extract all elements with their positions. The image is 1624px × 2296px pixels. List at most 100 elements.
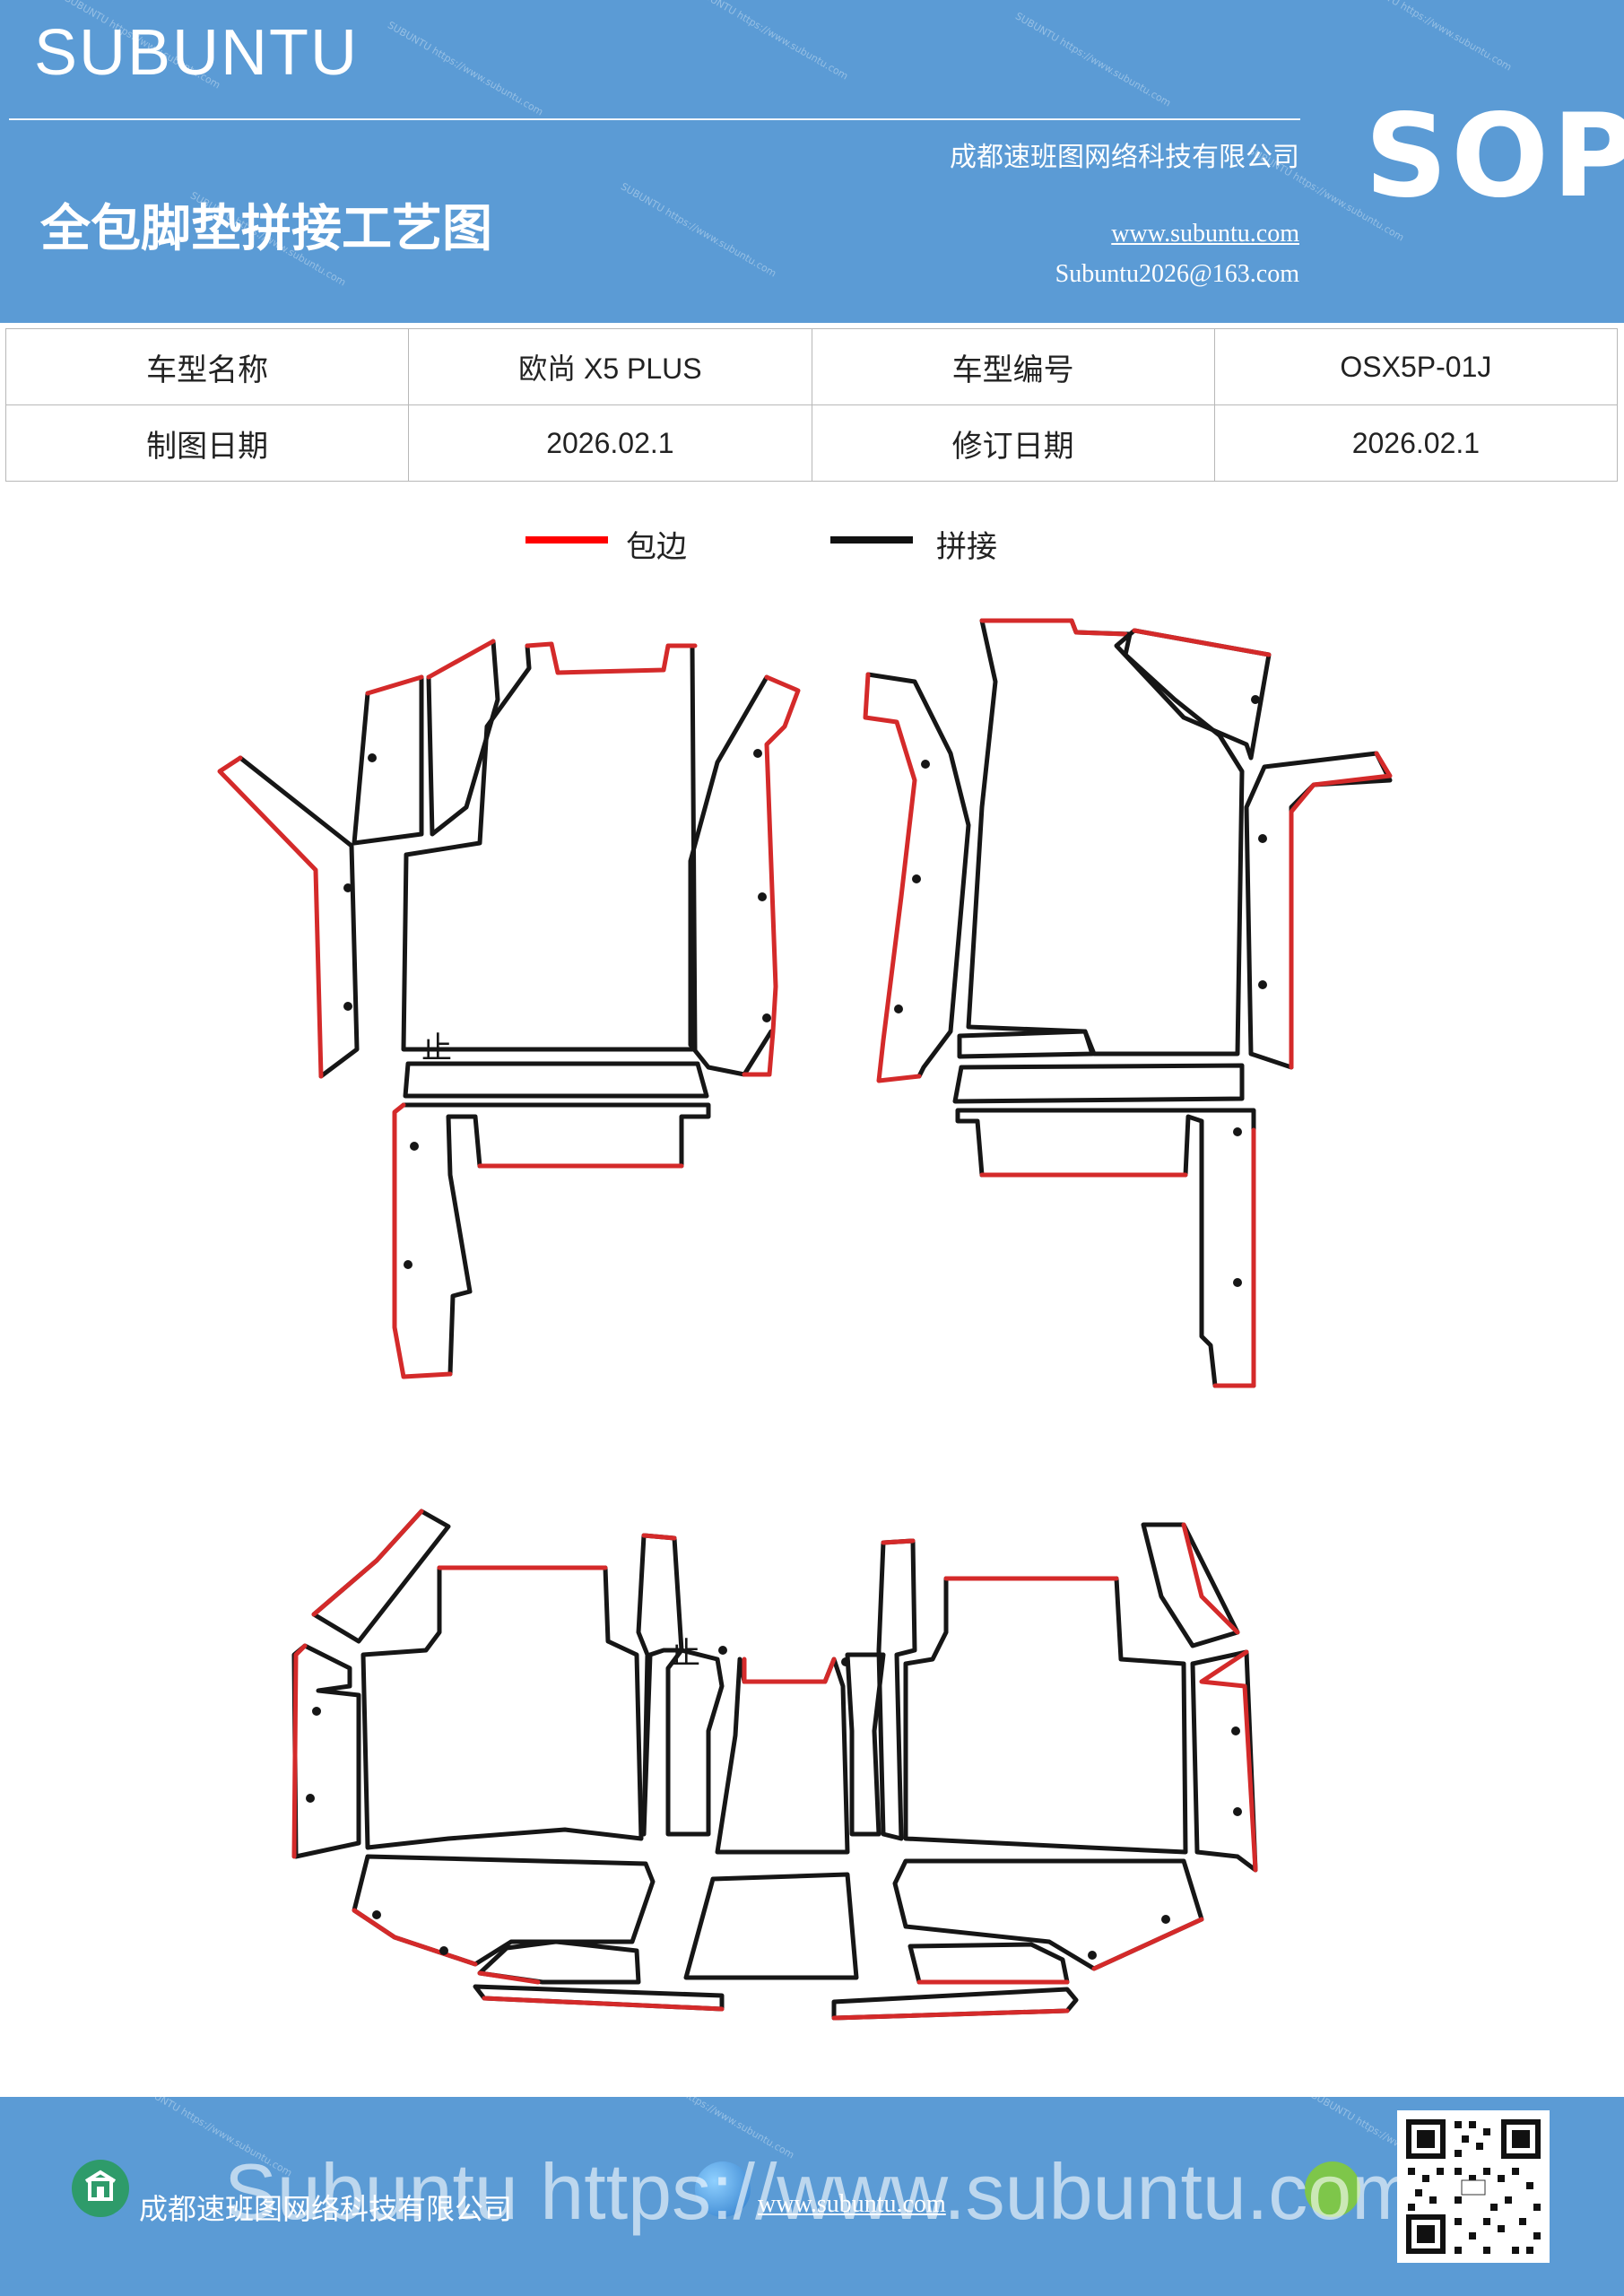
vehicle-info-table: 车型名称 欧尚 X5 PLUS 车型编号 OSX5P-01J 制图日期 2026… <box>4 328 1619 482</box>
edge-line <box>863 672 922 1083</box>
seam-line <box>688 674 774 1077</box>
building-icon <box>72 2160 129 2217</box>
seam-line <box>352 1854 656 1967</box>
edge-line <box>291 1643 308 1859</box>
seam-line <box>352 674 424 846</box>
clip-hole <box>368 753 377 762</box>
legend-swatch-red <box>525 536 608 544</box>
clip-hole <box>758 892 767 901</box>
edge-line <box>1199 1649 1258 1873</box>
table-cell: OSX5P-01J <box>1213 328 1619 405</box>
edge-line <box>482 1996 725 2012</box>
footer-company-name: 成都速班图网络科技有限公司 <box>139 2192 513 2226</box>
table-cell: 制图日期 <box>4 404 410 482</box>
table-cell: 欧尚 X5 PLUS <box>408 328 812 405</box>
seam-line <box>636 1533 684 1837</box>
clip-hole <box>1258 980 1267 989</box>
edge-line <box>1091 1917 1204 1971</box>
edge-line <box>742 674 801 1077</box>
clip-hole <box>912 874 921 883</box>
edge-line <box>1181 1522 1240 1635</box>
header-divider <box>9 118 1300 120</box>
seam-line <box>477 1939 641 1985</box>
sop-badge: SOP <box>1365 90 1624 223</box>
edge-line <box>831 2008 1070 2021</box>
seam-line <box>1141 1522 1240 1648</box>
table-row: 车型名称 欧尚 X5 PLUS 车型编号 OSX5P-01J <box>4 328 1619 405</box>
clip-hole <box>921 760 930 769</box>
seam-line <box>401 1102 711 1377</box>
clip-hole <box>343 883 352 892</box>
seam-line <box>876 1538 917 1841</box>
footer-banner: SUBUNTU https://www.subuntu.com SUBUNTU … <box>0 2097 1624 2296</box>
page-title: 全包脚垫拼接工艺图 <box>40 200 492 258</box>
clip-hole <box>404 1260 413 1269</box>
rear-mat-group <box>291 1509 1258 2021</box>
table-cell: 车型编号 <box>811 328 1215 405</box>
seam-line <box>831 1987 1079 2021</box>
clip-hole <box>1258 834 1267 843</box>
seam-line <box>865 672 971 1079</box>
stop-mark: 止 <box>421 1031 452 1066</box>
table-cell: 修订日期 <box>811 404 1215 482</box>
header-banner: SUBUNTU https://www.subuntu.com SUBUNTU … <box>0 0 1624 323</box>
clip-hole <box>1231 1726 1240 1735</box>
edge-line <box>742 1657 837 1684</box>
seam-line <box>966 618 1245 1057</box>
clip-hole <box>306 1794 315 1803</box>
clip-hole <box>312 1707 321 1716</box>
clip-hole <box>841 1657 850 1666</box>
seam-line <box>892 1858 1204 1971</box>
brand-name: SUBUNTU <box>34 17 360 89</box>
edge-line <box>217 755 324 1079</box>
seam-line <box>903 1576 1188 1855</box>
seam-line <box>311 1509 451 1644</box>
clip-hole <box>894 1004 903 1013</box>
edge-line <box>426 639 496 680</box>
front-right-mat-group <box>863 618 1393 1388</box>
edge-line <box>1212 1127 1256 1388</box>
clip-hole <box>372 1910 381 1919</box>
clip-hole <box>718 1646 727 1655</box>
clip-hole <box>1161 1915 1170 1924</box>
clip-hole <box>753 749 762 758</box>
clip-hole <box>1233 1807 1242 1816</box>
edge-line <box>311 1509 424 1617</box>
front-left-mat-group <box>217 639 801 1379</box>
seam-line <box>360 1565 644 1850</box>
seam-line <box>845 1652 886 1837</box>
qr-code-icon[interactable] <box>1397 2110 1550 2263</box>
seam-line <box>955 1108 1256 1388</box>
seam-line <box>238 755 360 1079</box>
seam-line <box>291 1643 361 1859</box>
edge-line <box>477 1970 541 1985</box>
clip-hole <box>1233 1278 1242 1287</box>
edge-line <box>1289 751 1393 1070</box>
table-cell: 2026.02.1 <box>1213 404 1619 482</box>
seam-line <box>426 639 500 837</box>
table-cell: 2026.02.1 <box>408 404 812 482</box>
wechat-icon <box>1305 2161 1360 2217</box>
floor-mat-diagram: 止 止 <box>217 618 1393 2021</box>
seam-line <box>1190 1649 1258 1873</box>
clip-hole <box>439 1946 448 1955</box>
seam-line <box>403 1061 709 1099</box>
clip-hole <box>1251 695 1260 704</box>
clip-hole <box>762 1013 771 1022</box>
footer-overlay-text: Subuntu https://www.subuntu.com <box>224 2147 1418 2236</box>
edge-line <box>392 1102 453 1379</box>
website-link[interactable]: www.subuntu.com <box>1111 220 1299 248</box>
seam-line <box>683 1872 859 1980</box>
seam-line <box>957 1029 1095 1059</box>
edge-line <box>979 618 1128 637</box>
legend-label: 拼接 <box>936 529 997 565</box>
seam-line <box>401 643 698 1052</box>
seam-line <box>908 1942 1070 1985</box>
footer-website-link[interactable]: www.subuntu.com <box>758 2190 946 2218</box>
edge-line <box>365 674 424 696</box>
edge-line <box>352 1908 478 1967</box>
seam-line <box>952 1063 1245 1104</box>
edge-line <box>641 1533 677 1541</box>
stop-mark: 止 <box>670 1636 700 1672</box>
clip-hole <box>410 1142 419 1151</box>
